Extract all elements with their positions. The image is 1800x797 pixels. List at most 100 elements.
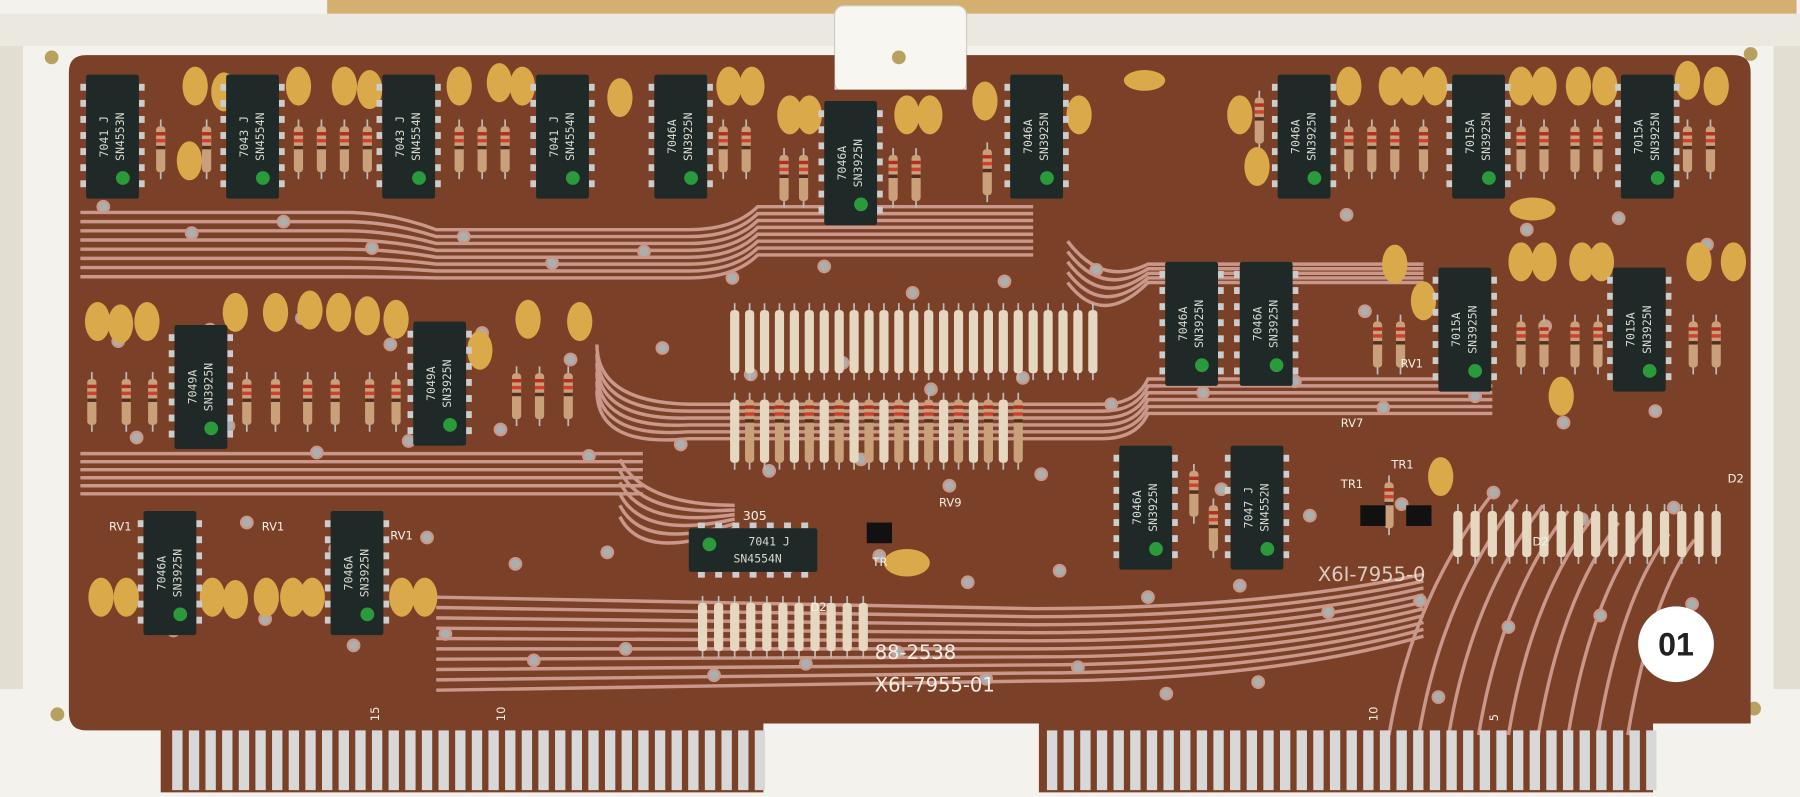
connector-finger	[421, 730, 433, 791]
resistor-band	[741, 145, 751, 150]
ic-pin	[1432, 341, 1439, 348]
resistor	[924, 399, 934, 463]
ic-pin	[1283, 454, 1290, 462]
resistor-band	[1570, 327, 1580, 331]
solder-pad	[1413, 593, 1427, 608]
connector-finger	[455, 730, 466, 791]
ic-pin	[168, 382, 175, 390]
ic-pin	[1615, 115, 1621, 123]
ic-pin	[1234, 367, 1240, 375]
frame-rail-right	[1773, 45, 1800, 690]
resistor-band	[1593, 341, 1603, 345]
resistor-band	[1682, 138, 1693, 143]
solder-pad	[365, 241, 379, 255]
ic-package	[536, 74, 589, 199]
resistor	[894, 399, 904, 463]
chip-ref-label: 305	[743, 508, 767, 523]
resistor-band	[362, 145, 372, 150]
resistor-band	[924, 419, 934, 423]
resistor-band	[1516, 138, 1526, 143]
copper-trace	[1417, 498, 1519, 736]
ic-pin	[324, 552, 331, 560]
ic-pin	[138, 180, 145, 188]
ceramic-capacitor	[1592, 66, 1618, 106]
resistor-band	[804, 412, 814, 416]
ic-pin	[138, 132, 145, 139]
ic-pin	[707, 83, 713, 91]
ic-pin	[80, 132, 87, 139]
solder-pad	[924, 382, 938, 397]
ic-pin	[1283, 535, 1290, 543]
ceramic-capacitor	[894, 95, 920, 135]
solder-pad	[1556, 415, 1571, 430]
solder-pad	[129, 430, 144, 445]
ic-pin	[707, 148, 713, 156]
ceramic-capacitor	[176, 141, 203, 181]
ic-pin	[818, 158, 825, 166]
ic-pin	[1446, 148, 1453, 156]
connector-finger	[322, 730, 333, 791]
chip-label-line2: SN3925N	[1465, 305, 1479, 353]
ic-pin	[407, 330, 414, 338]
chip-label-line1: 7043 J	[393, 116, 407, 157]
ceramic-capacitor	[1399, 66, 1425, 106]
resistor-band	[362, 132, 372, 136]
connector-finger	[1379, 730, 1391, 791]
ic-pin	[220, 180, 227, 188]
connector-finger	[604, 730, 616, 791]
ic-pin	[466, 330, 472, 338]
resistor-band	[511, 385, 522, 390]
chip-label-line2: SN3925N	[1640, 305, 1654, 353]
solder-pad	[979, 671, 993, 686]
copper-trace	[436, 593, 1424, 635]
ceramic-capacitor	[297, 290, 323, 330]
ic-pin	[1292, 303, 1299, 311]
ic-pin	[1113, 551, 1120, 559]
resistor	[858, 602, 868, 652]
ic-pin	[648, 164, 655, 172]
ic-pin	[196, 600, 203, 608]
ic-pin	[648, 180, 655, 188]
green-dot-marker	[1307, 171, 1322, 185]
connector-finger	[1479, 730, 1491, 791]
resistor	[730, 310, 740, 374]
ic-pin	[1446, 83, 1453, 91]
resistor	[1028, 310, 1038, 374]
resistor-band	[1593, 145, 1603, 150]
solder-pad	[1376, 400, 1391, 415]
connector-finger	[471, 730, 483, 791]
ic-pin	[407, 411, 414, 419]
resistor-band	[500, 138, 510, 143]
green-dot-marker	[1149, 542, 1163, 556]
resistor	[924, 310, 934, 374]
resistor-band	[303, 398, 313, 402]
ic-pin	[324, 584, 331, 592]
resistor	[730, 399, 740, 463]
ic-pin	[220, 132, 227, 139]
resistor-band	[1516, 334, 1526, 338]
ic-pin	[784, 571, 791, 578]
resistor-band	[148, 398, 158, 402]
ic-pin	[196, 520, 203, 528]
ic-pin	[137, 568, 144, 576]
resistor	[779, 155, 789, 201]
ic-pin	[383, 568, 390, 576]
ic-pin	[1607, 325, 1613, 332]
connector-finger	[1163, 730, 1174, 791]
copper-trace	[80, 246, 1034, 273]
resistor	[939, 310, 949, 374]
screw-icon	[50, 707, 65, 722]
ic-pin	[1224, 454, 1231, 462]
resistor-band	[534, 378, 545, 383]
resistor-band	[477, 145, 487, 150]
ceramic-capacitor	[253, 577, 279, 617]
connector-finger	[1046, 730, 1058, 791]
resistor-band	[454, 145, 464, 150]
ic-pin	[1063, 83, 1069, 91]
resistor-band	[365, 384, 375, 389]
resistor-band	[864, 419, 874, 423]
copper-trace	[80, 204, 1034, 232]
resistor-band	[1570, 145, 1580, 150]
solder-pad	[600, 545, 615, 560]
